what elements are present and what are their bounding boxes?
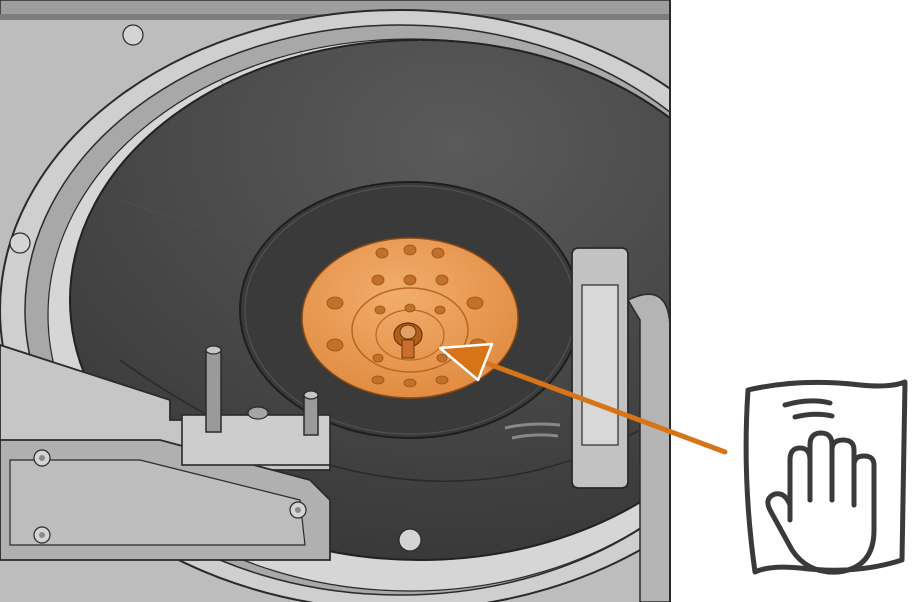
spindle-nut (393, 322, 423, 359)
smudge-marks (504, 422, 561, 440)
highlighted-plate (301, 237, 519, 399)
screw-centers (39, 455, 301, 538)
plate-holes (326, 244, 487, 388)
plate-inner-ring (351, 287, 469, 373)
arrow-icon (438, 342, 728, 455)
right-housing (626, 293, 670, 602)
left-arm-inset (9, 459, 306, 546)
cleaning-cloth-hand-icon (743, 379, 908, 575)
right-block-face (581, 284, 619, 446)
machine-body (0, 0, 670, 602)
screws (9, 24, 422, 552)
guide-pins (205, 345, 319, 436)
